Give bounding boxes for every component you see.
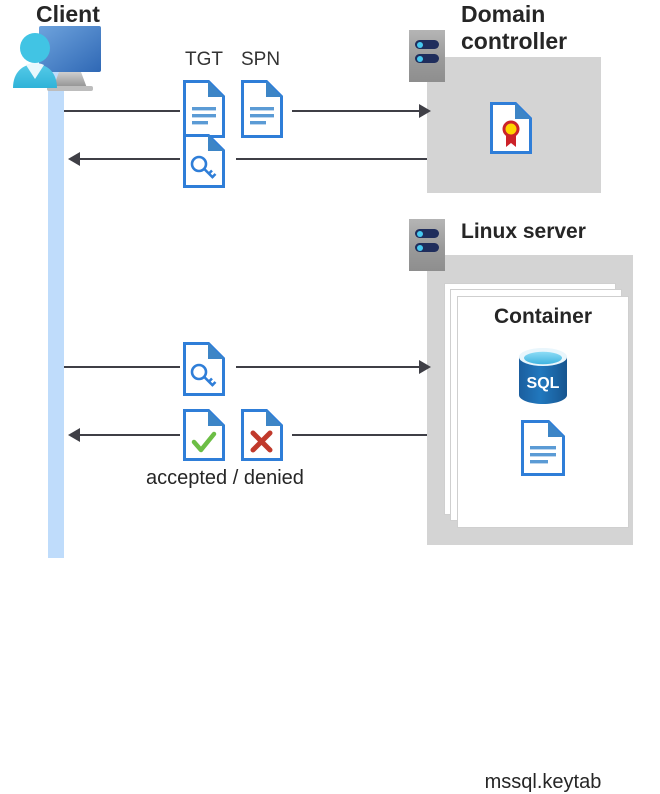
diagram-canvas: Container SQL: [11, 1, 633, 793]
arrow-line-dc-to-client-right: [236, 158, 427, 160]
key-document-icon: [182, 133, 226, 189]
client-title: Client: [36, 1, 100, 27]
arrow-line-client-to-dc-left: [64, 110, 180, 112]
svg-text:SQL: SQL: [527, 375, 560, 392]
server-rack-icon: [409, 30, 445, 82]
accepted-denied-label: accepted / denied: [146, 467, 304, 489]
arrow-line-linux-to-client-right: [292, 434, 427, 436]
sql-database-icon: SQL: [513, 345, 573, 407]
linux-server-title: Linux server: [461, 220, 586, 243]
arrow-line-client-to-linux-right: [236, 366, 419, 368]
server-rack-icon: [409, 219, 445, 271]
arrow-line-dc-to-client-left: [80, 158, 180, 160]
container-card-front: Container SQL: [457, 296, 629, 793]
certificate-document-icon: [489, 101, 533, 155]
arrow-line-client-to-linux-left: [64, 366, 180, 368]
client-lifeline: [48, 72, 64, 558]
arrow-head-right-to-dc: [419, 104, 431, 118]
arrow-line-linux-to-client-left: [80, 434, 180, 436]
check-document-icon: [182, 408, 226, 462]
keytab-file-label: mssql.keytab: [484, 771, 602, 793]
arrow-head-right-to-linux: [419, 360, 431, 374]
tgt-label: TGT: [185, 49, 223, 70]
container-title: Container: [493, 305, 592, 328]
cross-document-icon: [240, 408, 284, 462]
document-icon: [182, 79, 226, 139]
arrow-line-client-to-dc-right: [292, 110, 419, 112]
arrow-head-left-to-client-lower: [68, 428, 80, 442]
document-icon: [240, 79, 284, 139]
client-computer-icon: [11, 24, 107, 96]
spn-label: SPN: [241, 49, 281, 70]
arrow-head-left-to-client-upper: [68, 152, 80, 166]
document-icon: [520, 419, 566, 477]
key-document-icon: [182, 341, 226, 397]
domain-controller-title: Domain controller: [461, 1, 568, 55]
